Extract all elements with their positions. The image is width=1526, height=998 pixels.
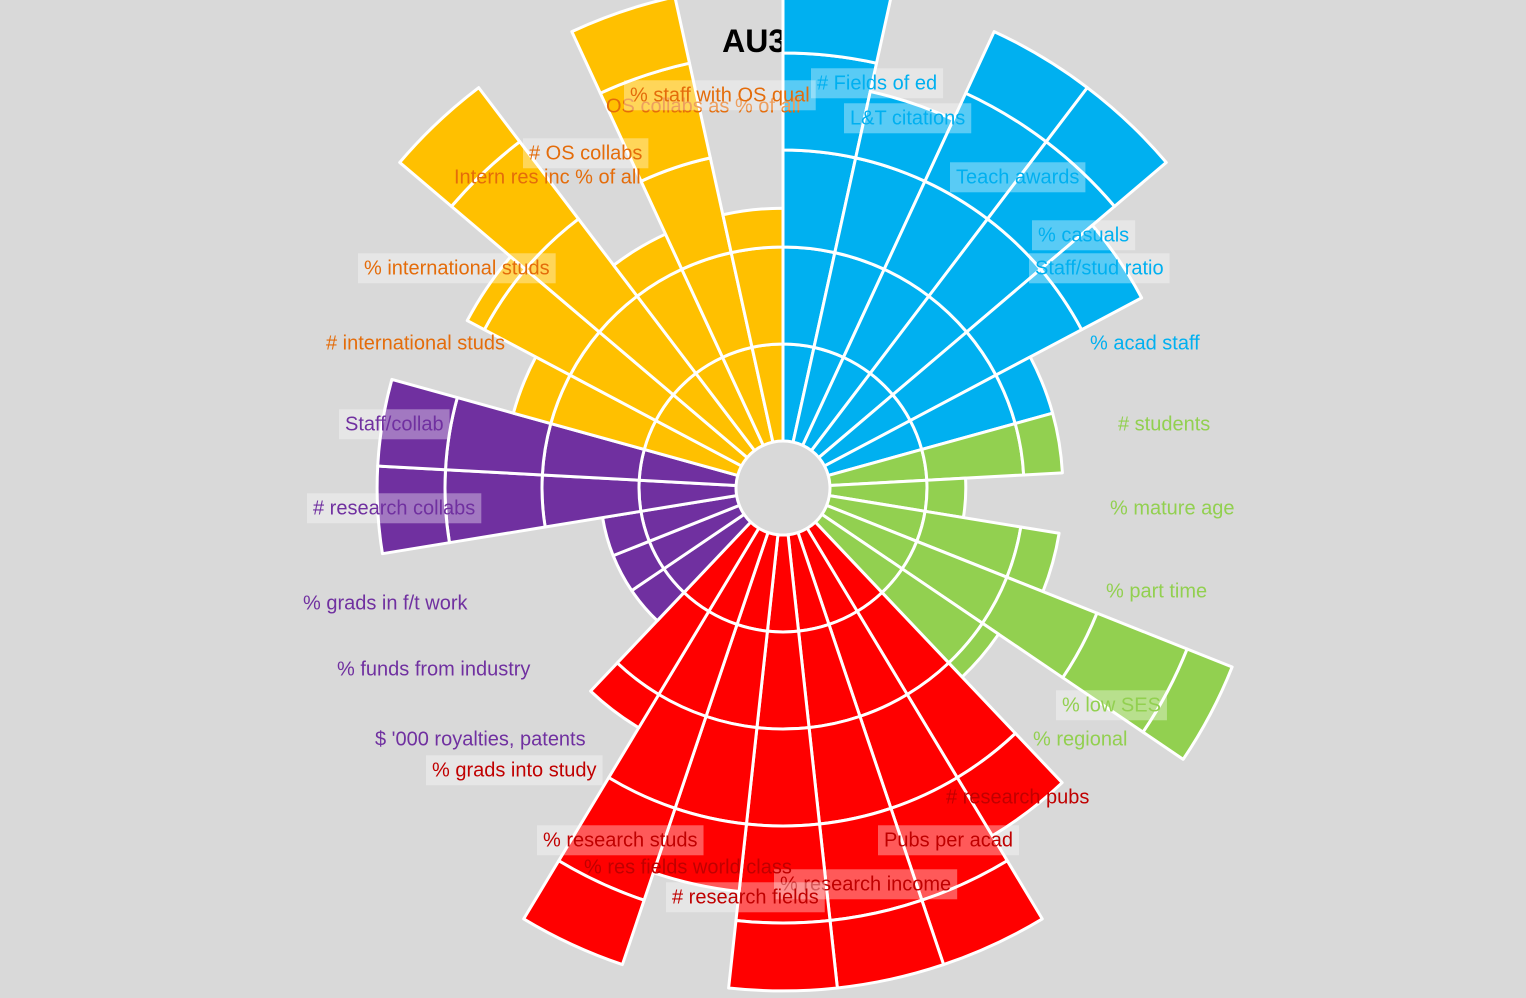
category-label: % funds from industry <box>337 658 530 680</box>
category-label: % mature age <box>1110 497 1235 519</box>
bar-segment <box>376 377 459 472</box>
bar-segment <box>398 86 522 208</box>
bar-segment <box>744 726 822 828</box>
category-label: # research collabs <box>313 497 475 519</box>
bar-segment <box>1013 411 1064 477</box>
category-label: % research income <box>780 873 951 895</box>
category-label: % research studs <box>543 829 698 851</box>
label-highlight <box>811 68 944 99</box>
category-label: Pubs per acad <box>884 829 1013 851</box>
label-highlight <box>426 755 603 786</box>
bar-segment <box>727 918 839 993</box>
label-highlight <box>844 103 972 134</box>
category-label: % international studs <box>364 257 550 279</box>
category-label: L&T citations <box>850 107 965 129</box>
category-label: # OS collabs <box>529 142 642 164</box>
category-label: Intern res inc % of all <box>454 166 641 188</box>
category-label: % regional <box>1033 728 1128 750</box>
category-label: Staff/stud ratio <box>1035 257 1164 279</box>
chart-segments <box>375 0 1234 993</box>
category-label: % low SES <box>1062 694 1161 716</box>
category-label: % casuals <box>1038 224 1129 246</box>
label-highlight <box>523 138 649 169</box>
label-highlight <box>666 882 825 913</box>
bar-segment <box>721 206 785 255</box>
category-label: % res fields world class <box>584 856 792 878</box>
category-label: Staff/collab <box>345 413 444 435</box>
bar-segment <box>1039 223 1144 332</box>
bar-segment <box>1141 647 1234 761</box>
label-highlight <box>1056 690 1167 721</box>
category-label: # research pubs <box>946 786 1089 808</box>
category-label: % part time <box>1106 580 1207 602</box>
label-highlight <box>950 162 1086 193</box>
label-highlight <box>358 253 556 284</box>
category-label: % acad staff <box>1090 332 1200 354</box>
label-highlight <box>1032 220 1136 251</box>
category-label: # Fields of ed <box>817 72 937 94</box>
category-label: % grads in f/t work <box>303 592 469 614</box>
label-highlight <box>307 493 482 524</box>
label-highlight <box>878 825 1019 856</box>
bar-segment <box>589 661 661 730</box>
label-highlight <box>339 409 450 440</box>
bar-segment <box>522 859 646 967</box>
category-label: # students <box>1118 413 1210 435</box>
label-highlight <box>1029 253 1170 284</box>
category-label: % staff with OS qual <box>630 84 810 106</box>
bar-segment <box>570 0 691 95</box>
bar-segment <box>1044 86 1168 208</box>
category-label: OS collabs as % of all <box>606 95 801 117</box>
category-label: Teach awards <box>956 166 1079 188</box>
category-label: % grads into study <box>432 759 597 781</box>
category-label: # international studs <box>326 332 505 354</box>
category-label: $ '000 royalties, patents <box>375 728 586 750</box>
label-highlight <box>624 80 816 111</box>
label-highlight <box>774 869 958 900</box>
bar-segment <box>781 0 892 65</box>
category-label: # research fields <box>672 886 819 908</box>
label-highlight <box>537 825 704 856</box>
